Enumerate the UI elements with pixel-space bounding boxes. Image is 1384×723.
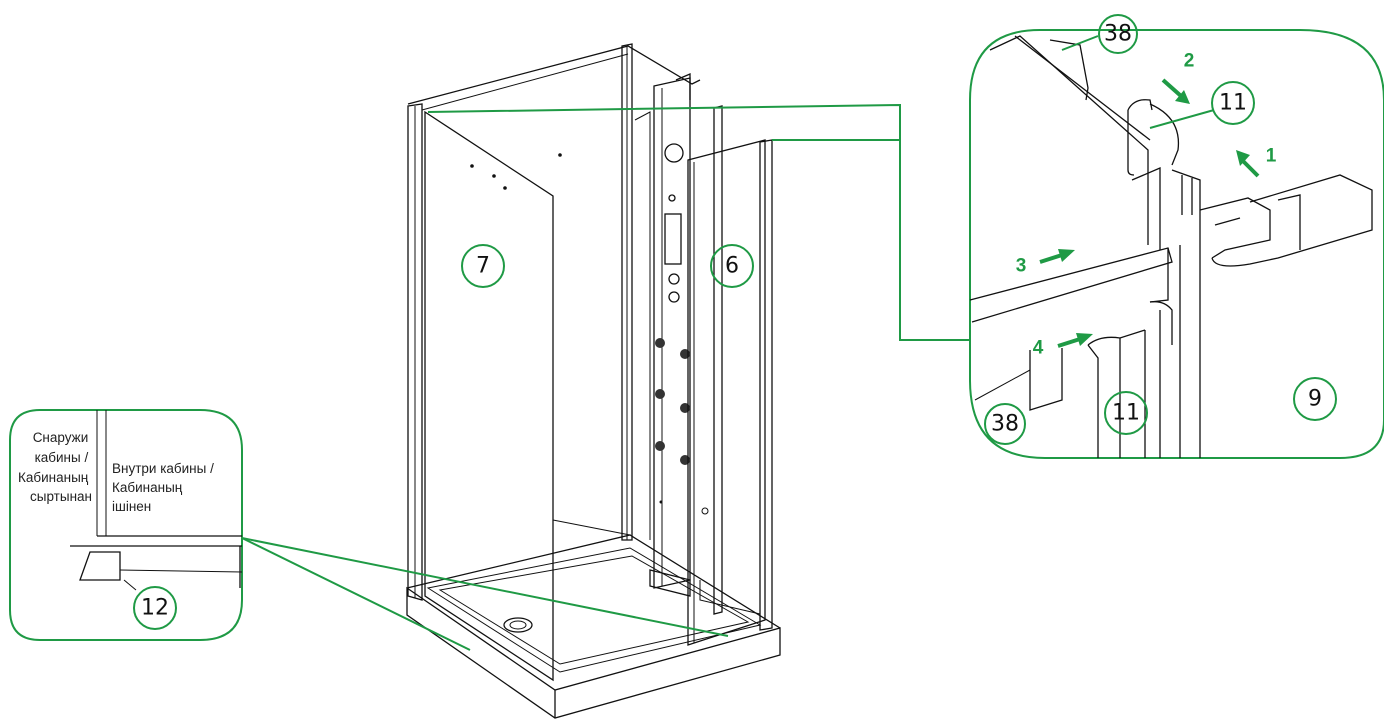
callout-38-top-text: 38 bbox=[1104, 22, 1132, 47]
callout-11-top: 11 bbox=[1211, 81, 1255, 125]
inside-cabin-line-2: Кабинаның bbox=[112, 480, 183, 495]
outside-cabin-label: Снаружи кабины / Кабинаның сыртынан bbox=[18, 430, 92, 504]
glass-panel-7 bbox=[424, 110, 554, 682]
callout-7-text: 7 bbox=[476, 254, 490, 279]
callout-11-top-text: 11 bbox=[1219, 91, 1247, 116]
left-frame bbox=[407, 103, 423, 601]
leader-lines-left bbox=[241, 537, 729, 651]
arrow-2-label: 2 bbox=[1184, 51, 1195, 72]
callout-9: 9 bbox=[1293, 377, 1337, 421]
outside-cabin-line-3: Кабинаның bbox=[18, 470, 89, 485]
shower-column bbox=[649, 73, 691, 597]
leader-lines-right bbox=[427, 103, 970, 341]
arrow-4-label: 4 bbox=[1033, 338, 1044, 359]
inside-cabin-label: Внутри кабины / Кабинаның ішінен bbox=[112, 461, 218, 514]
callout-6: 6 bbox=[710, 244, 754, 288]
arrow-1-label: 1 bbox=[1266, 146, 1277, 167]
outside-cabin-line-2: кабины / bbox=[35, 450, 89, 465]
inside-cabin-line-3: ішінен bbox=[112, 499, 151, 514]
arrow-1: 1 bbox=[1236, 146, 1277, 178]
callout-38-top: 38 bbox=[1098, 14, 1138, 54]
arrow-4: 4 bbox=[1033, 333, 1093, 359]
tray-seal-inset: Снаружи кабины / Кабинаның сыртынан Внут… bbox=[9, 409, 243, 641]
callout-11-bottom: 11 bbox=[1104, 391, 1148, 435]
right-frame bbox=[699, 105, 773, 631]
shower-cabin-drawing bbox=[406, 43, 781, 719]
arrow-2: 2 bbox=[1161, 51, 1195, 104]
callout-9-text: 9 bbox=[1308, 387, 1322, 412]
profile-detail-inset: 1 2 3 4 38 11 11 bbox=[969, 14, 1384, 459]
top-frame bbox=[407, 45, 701, 105]
callout-12-text: 12 bbox=[141, 596, 169, 621]
callout-12: 12 bbox=[133, 586, 177, 630]
rear-post bbox=[621, 43, 633, 541]
profile-drawing bbox=[969, 35, 1373, 458]
arrow-3-label: 3 bbox=[1016, 256, 1027, 277]
outside-cabin-line-1: Снаружи bbox=[33, 430, 89, 445]
callout-6-text: 6 bbox=[725, 254, 739, 279]
shower-tray bbox=[406, 534, 781, 719]
arrow-3: 3 bbox=[1016, 249, 1075, 277]
callout-7: 7 bbox=[461, 244, 505, 288]
callout-38-bottom: 38 bbox=[984, 403, 1026, 445]
callout-11-bottom-text: 11 bbox=[1112, 401, 1140, 426]
glass-panel-6 bbox=[687, 139, 766, 646]
inside-cabin-line-1: Внутри кабины / bbox=[112, 461, 214, 476]
callout-38-bottom-text: 38 bbox=[991, 412, 1019, 437]
outside-cabin-line-4: сыртынан bbox=[30, 489, 92, 504]
